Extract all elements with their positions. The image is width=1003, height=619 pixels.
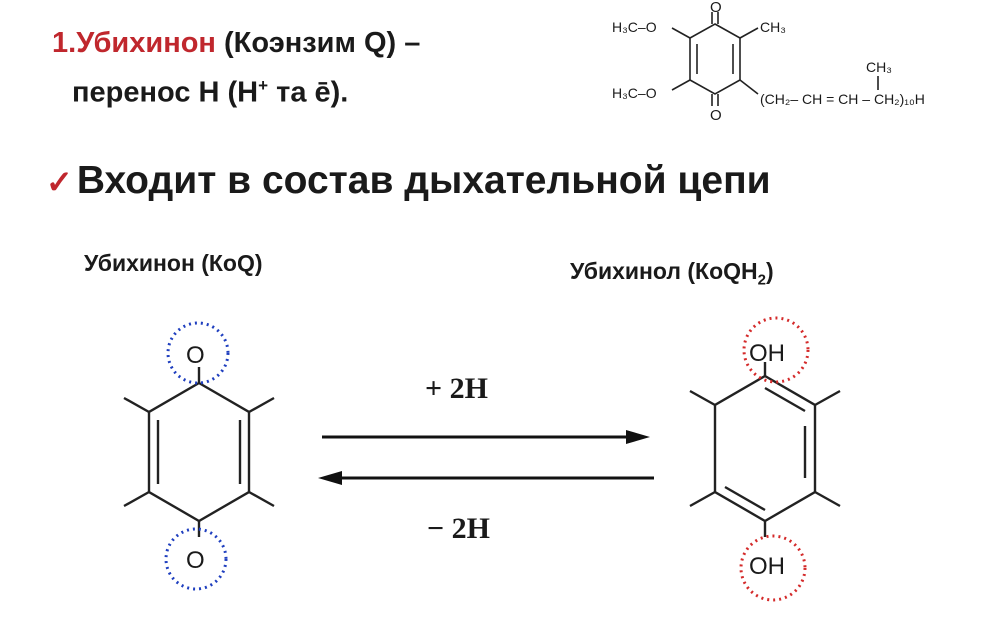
subtitle-sup: + bbox=[258, 76, 269, 95]
structure-methyl-bond bbox=[739, 27, 759, 39]
hydroquinone-inner-3 bbox=[724, 485, 766, 512]
structure-methyl: CH₃ bbox=[760, 19, 786, 35]
reverse-arrow-head bbox=[318, 471, 342, 485]
ubiquinol-label-close: ) bbox=[765, 258, 774, 284]
structure-methoxy-bond-bottom bbox=[671, 79, 691, 91]
quinone-ring bbox=[123, 367, 275, 537]
bullet-statement: ✓Входит в состав дыхательной цепи bbox=[46, 154, 771, 209]
forward-arrow-head bbox=[626, 430, 650, 444]
highlight-circle-bottom-blue bbox=[164, 527, 228, 591]
highlight-circle-bottom-red bbox=[739, 534, 807, 602]
quinone-oxygen-top: O bbox=[186, 342, 205, 369]
quinone-substituent-4 bbox=[248, 490, 275, 508]
ubiquinol-label-main: Убихинол (КоQH bbox=[570, 258, 758, 284]
structure-methoxy-bond-top bbox=[671, 27, 691, 39]
hydroquinone-oh-top: OH bbox=[749, 340, 785, 367]
quinone-substituent-1 bbox=[123, 396, 150, 414]
hydroquinone-substituent-3 bbox=[689, 490, 716, 508]
checkmark-icon: ✓ bbox=[46, 164, 73, 200]
structure-chain-bond bbox=[739, 79, 759, 95]
title-number: 1. bbox=[52, 27, 77, 59]
title-rest: (Коэнзим Q) – bbox=[215, 27, 421, 59]
highlight-circle-top-blue bbox=[166, 321, 230, 385]
quinone-hexagon bbox=[147, 381, 251, 523]
bullet-text: Входит в состав дыхательной цепи bbox=[76, 159, 771, 202]
structure-methoxy-bottom: H₃C–O bbox=[612, 85, 657, 101]
ubiquinol-label: Убихинол (КоQH2) bbox=[570, 258, 774, 289]
hydroquinone-substituent-4 bbox=[814, 490, 841, 508]
quinone-substituent-2 bbox=[248, 396, 275, 414]
page-title: 1.Убихинон (Коэнзим Q) – bbox=[52, 22, 420, 64]
structure-chain-methyl: CH₃ bbox=[866, 59, 892, 75]
quinone-oxygen-bottom: O bbox=[186, 547, 205, 574]
structure-oxygen-bottom: O bbox=[710, 107, 722, 124]
ubiquinone-label: Убихинон (КоQ) bbox=[84, 250, 263, 276]
subtitle-prefix: перенос Н (Н bbox=[72, 76, 259, 109]
hydroquinone-substituent-2 bbox=[814, 389, 841, 407]
structure-methoxy-top: H₃C–O bbox=[612, 19, 657, 35]
subtitle-suffix: та ē). bbox=[268, 76, 349, 109]
ubiquinone-full-structure bbox=[671, 12, 879, 106]
page-subtitle: перенос Н (Н+ та ē). bbox=[72, 66, 348, 113]
equilibrium-arrows bbox=[318, 430, 654, 485]
structure-oxygen-top: O bbox=[710, 0, 722, 16]
quinone-substituent-3 bbox=[123, 490, 150, 508]
hydroquinone-oh-bottom: OH bbox=[749, 553, 785, 580]
reverse-reaction-label: − 2H bbox=[427, 512, 490, 545]
highlight-circle-top-red bbox=[742, 316, 810, 384]
title-ubiquinone: Убихинон bbox=[76, 27, 216, 59]
ubiquinol-label-sub: 2 bbox=[757, 271, 766, 289]
hydroquinone-hexagon bbox=[713, 374, 817, 523]
structure-chain: (CH₂– CH = CH – CH₂)₁₀H bbox=[760, 91, 925, 107]
hydroquinone-substituent-1 bbox=[689, 389, 716, 407]
hydroquinone-ring bbox=[689, 362, 841, 537]
forward-reaction-label: + 2H bbox=[425, 372, 488, 405]
hydroquinone-inner-1 bbox=[764, 386, 806, 413]
